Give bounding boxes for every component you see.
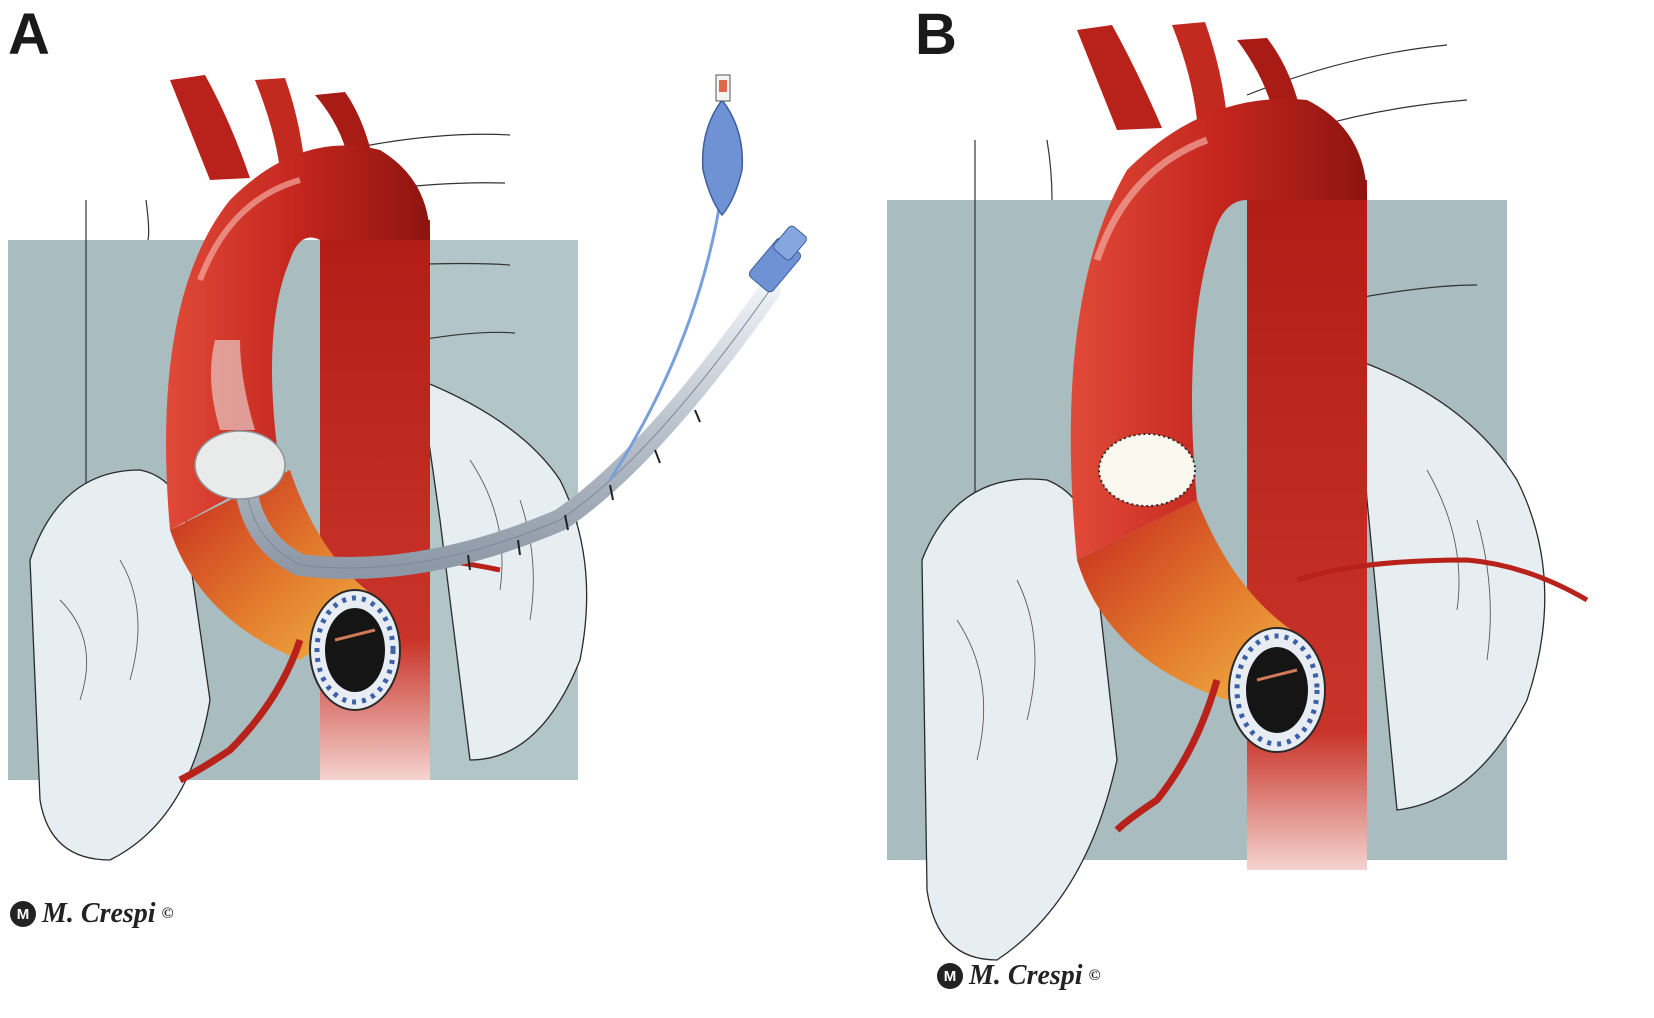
carotid-artery — [1172, 22, 1227, 120]
panel-b-illustration — [887, 22, 1589, 961]
lung-left — [1356, 359, 1546, 811]
panel-b: B M M. Crespi © — [827, 0, 1654, 1018]
copyright-symbol: © — [1088, 967, 1101, 984]
valve-leaflets — [325, 608, 385, 692]
descending-aorta — [1247, 180, 1367, 870]
lung-left — [419, 378, 588, 761]
brachiocephalic-artery — [170, 75, 250, 180]
panel-a: A M M. Crespi © — [8, 2, 807, 930]
signature-text: M. Crespi — [42, 898, 156, 929]
lung-right — [921, 478, 1118, 961]
copyright-symbol: © — [161, 905, 174, 922]
tube-connector — [748, 225, 807, 293]
signature-text: M. Crespi — [969, 960, 1083, 991]
logo-m-icon: M — [10, 901, 36, 927]
pericardial-patch — [1098, 433, 1196, 507]
panel-a-illustration — [8, 74, 807, 861]
pilot-balloon — [701, 98, 744, 217]
artist-signature: M M. Crespi © — [937, 960, 1101, 992]
artist-signature: M M. Crespi © — [10, 898, 174, 930]
occlusion-balloon — [194, 430, 286, 500]
lung-right — [29, 469, 211, 861]
brachiocephalic-artery — [1077, 25, 1162, 130]
panel-label: B — [915, 2, 957, 67]
logo-m-icon: M — [937, 963, 963, 989]
carotid-artery — [255, 78, 305, 170]
valve-leaflets — [1246, 647, 1308, 733]
panel-label: A — [8, 2, 50, 67]
